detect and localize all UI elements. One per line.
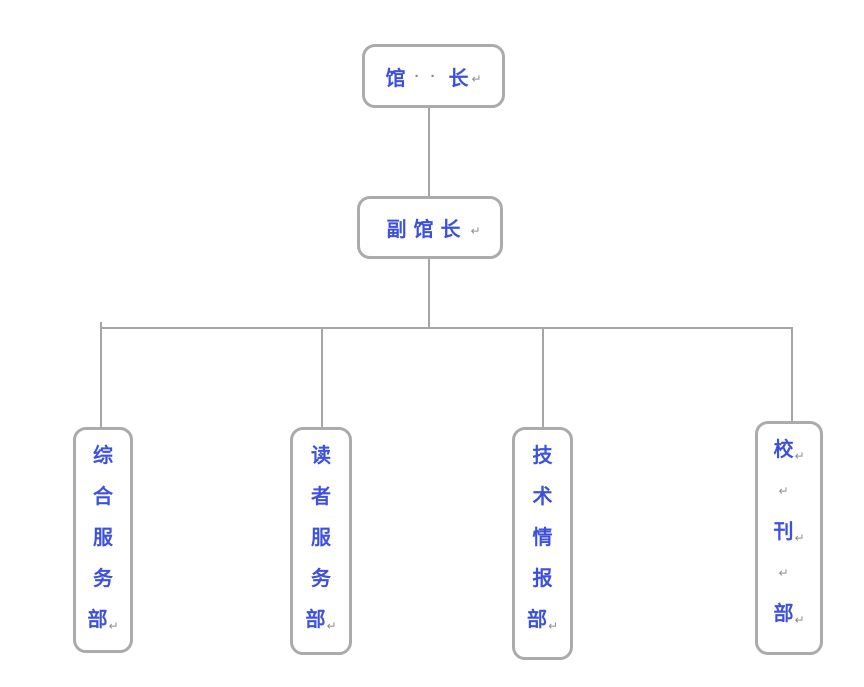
connector-drop-dept-4 [791,327,793,422]
dept-char: 报 [532,567,553,590]
dept-line: 务 [76,558,130,599]
dept-line: 部↵ [76,599,130,640]
connector-horizontal-bus [100,327,793,329]
dept-char: 技 [532,444,553,467]
paragraph-mark-icon: ↵ [108,618,119,633]
dept-char: 刊 [773,520,794,543]
dept-char: 部 [87,608,108,631]
dept-line: 务 [293,558,349,599]
dept-line: 校↵ [758,429,820,470]
paragraph-mark-icon: ↵ [778,483,789,498]
dept-char: 综 [93,444,113,467]
dept-char: 情 [532,526,553,549]
paragraph-mark-icon: ↵ [794,530,805,545]
connector-director-deputy [428,107,430,198]
dept-char: 部 [526,608,547,631]
dept-line: 部↵ [515,599,570,640]
dept-char: 部 [305,608,326,631]
deputy-director-box: 副馆长 ↵ [357,196,503,259]
dept-char: 服 [311,526,331,549]
director-label-first: 馆 [385,67,406,90]
paragraph-mark-icon: ↵ [471,72,482,86]
dept-char: 务 [311,567,331,590]
dept-char: 部 [773,602,794,625]
dept-char: 服 [93,526,113,549]
dept-box-tech-information: 技术情报部↵ [512,427,573,660]
dept-char: 者 [311,485,331,508]
dept-line: 服 [76,517,130,558]
dept-line: ↵ [758,470,820,511]
dept-char: 务 [93,567,113,590]
paragraph-mark-icon: ↵ [778,565,789,580]
dept-line: 部↵ [758,593,820,634]
connector-bus-left-tick [100,322,102,328]
dept-char: 校 [773,438,794,461]
dept-box-reader-services: 读者服务部↵ [290,427,352,655]
deputy-director-label: 副馆长 [386,219,468,241]
dept-line: 者 [293,476,349,517]
dept-line: 服 [293,517,349,558]
connector-drop-dept-2 [321,327,323,427]
paragraph-mark-icon: ↵ [794,448,805,463]
dept-line: 术 [515,476,570,517]
dept-line: 合 [76,476,130,517]
director-label-last: 长 [448,67,469,90]
dept-line: ↵ [758,552,820,593]
paragraph-mark-icon: ↵ [547,618,559,633]
dept-box-school-journal: 校↵↵刊↵↵部↵ [755,421,823,655]
dept-box-general-services: 综合服务部↵ [73,427,133,653]
dept-line: 报 [515,558,570,599]
dept-char: 读 [311,444,331,467]
dept-line: 情 [515,517,570,558]
connector-drop-dept-1 [100,327,102,427]
dept-line: 部↵ [293,599,349,640]
dept-char: 术 [532,485,553,508]
dept-line: 读 [293,435,349,476]
paragraph-mark-icon: ↵ [794,612,805,627]
dept-line: 综 [76,435,130,476]
connector-drop-dept-3 [542,327,544,427]
director-box: 馆 ·· 长 ↵ [362,44,505,108]
paragraph-mark-icon: ↵ [470,223,481,238]
fullwidth-space-marks: ·· [414,67,447,85]
paragraph-mark-icon: ↵ [326,618,337,633]
connector-deputy-bus [428,257,430,329]
dept-char: 合 [93,485,113,508]
dept-line: 技 [515,435,570,476]
dept-line: 刊↵ [758,511,820,552]
